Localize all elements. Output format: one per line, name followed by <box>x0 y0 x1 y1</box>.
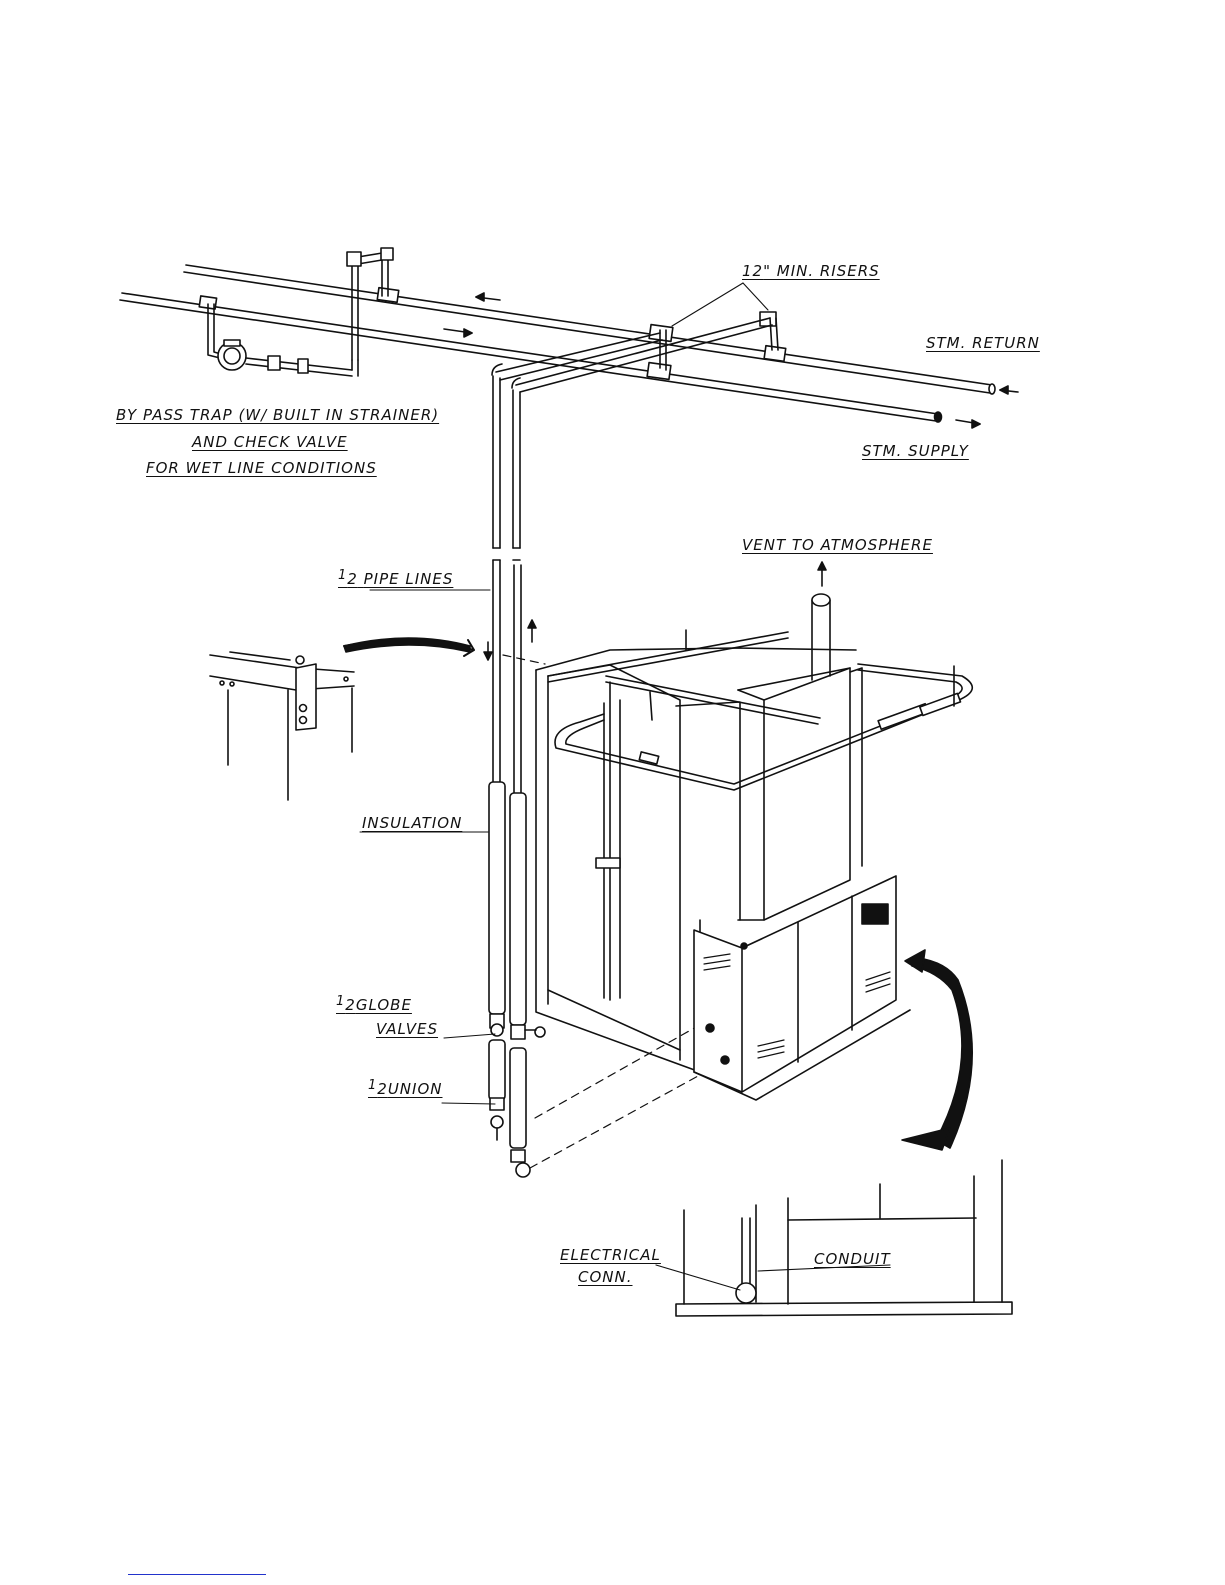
label-min-risers: 12" MIN. RISERS <box>742 262 880 280</box>
curved-arrow-left-body <box>344 638 470 652</box>
label-globe-text: GLOBE <box>356 996 412 1014</box>
pipe-drops-upper <box>493 376 520 560</box>
pipe-drops-lower <box>493 560 521 795</box>
label-union-frac-bot: 2 <box>377 1080 388 1098</box>
label-conduit: CONDUIT <box>814 1250 891 1268</box>
steam-return-main <box>184 265 995 394</box>
label-pipe-lines: 12 PIPE LINES <box>338 570 453 588</box>
label-bypass-line2: AND CHECK VALVE <box>192 433 348 451</box>
main-fittings <box>199 288 785 380</box>
sterilizer-cabinet <box>536 594 910 1100</box>
label-union-frac-top: 1 <box>368 1078 377 1093</box>
label-stm-return: STM. RETURN <box>926 334 1040 352</box>
label-globe: 12GLOBE <box>336 996 412 1014</box>
footer-rule <box>128 1574 266 1575</box>
label-pipe-lines-text: PIPE LINES <box>364 570 454 588</box>
label-globe-valves: VALVES <box>376 1020 438 1038</box>
label-stm-supply: STM. SUPPLY <box>862 442 969 460</box>
curved-arrow-right-head <box>905 950 925 972</box>
label-pipe-lines-frac-top: 1 <box>338 568 347 583</box>
label-electrical-line2: CONN. <box>578 1268 633 1286</box>
label-globe-frac-top: 1 <box>336 994 345 1009</box>
curved-arrow-right <box>912 958 972 1148</box>
label-bypass-line3: FOR WET LINE CONDITIONS <box>146 459 377 477</box>
electrical-inset-detail <box>676 1160 1012 1316</box>
label-vent: VENT TO ATMOSPHERE <box>742 536 933 554</box>
label-min-risers-number: 12 <box>742 262 763 280</box>
label-bypass-line1: BY PASS TRAP (W/ BUILT IN STRAINER) <box>116 406 439 424</box>
label-electrical-line1: ELECTRICAL <box>560 1246 661 1264</box>
label-min-risers-text: " MIN. RISERS <box>763 262 880 280</box>
label-globe-frac-bot: 2 <box>345 996 356 1014</box>
bypass-trap-assembly <box>208 248 393 376</box>
label-pipe-lines-frac-bot: 2 <box>347 570 358 588</box>
curved-arrow-right-tail <box>902 1128 950 1150</box>
insulation-sleeves <box>489 782 526 1148</box>
label-union-text: UNION <box>388 1080 443 1098</box>
leader-lines <box>360 283 890 1290</box>
label-union: 12UNION <box>368 1080 442 1098</box>
bracket-detail <box>210 652 354 800</box>
label-insulation: INSULATION <box>362 814 462 832</box>
